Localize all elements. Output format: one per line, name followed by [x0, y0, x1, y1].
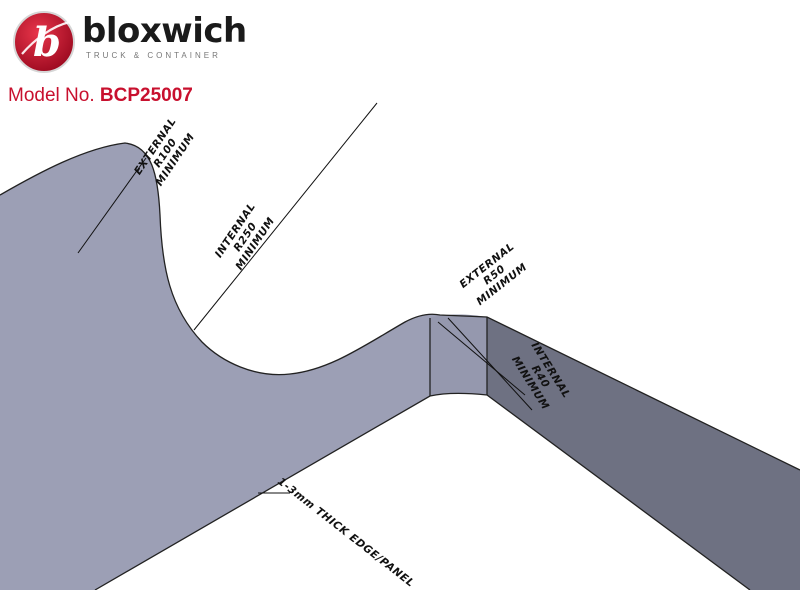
annotation-thickness: 1-3mm THICK EDGE/PANEL: [275, 476, 416, 590]
panel-top-outline: [0, 142, 800, 471]
header: b bloxwich TRUCK & CONTAINER Model No. B…: [0, 0, 800, 120]
brand-tagline: TRUCK & CONTAINER: [86, 51, 221, 60]
bloxwich-logo-icon: b: [13, 11, 75, 73]
brand-name: bloxwich: [82, 11, 247, 51]
panel-main-face: [0, 143, 487, 590]
panel-edge-strip: [430, 314, 487, 396]
annotation-thickness-text: 1-3mm THICK EDGE/PANEL: [275, 476, 416, 590]
leader-external-r50: [437, 321, 526, 396]
panel-right-face: [487, 317, 800, 590]
annotation-external-r50: EXTERNAL R50 MINIMUM: [457, 241, 529, 308]
model-label: Model No.: [8, 85, 95, 106]
logo-letter: b: [33, 19, 61, 66]
leader-external-r100: [77, 157, 147, 254]
leader-internal-r40: [447, 317, 533, 411]
model-number: BCP25007: [99, 85, 193, 106]
model-line: Model No. BCP25007: [8, 86, 193, 105]
leader-internal-r250: [193, 102, 378, 331]
